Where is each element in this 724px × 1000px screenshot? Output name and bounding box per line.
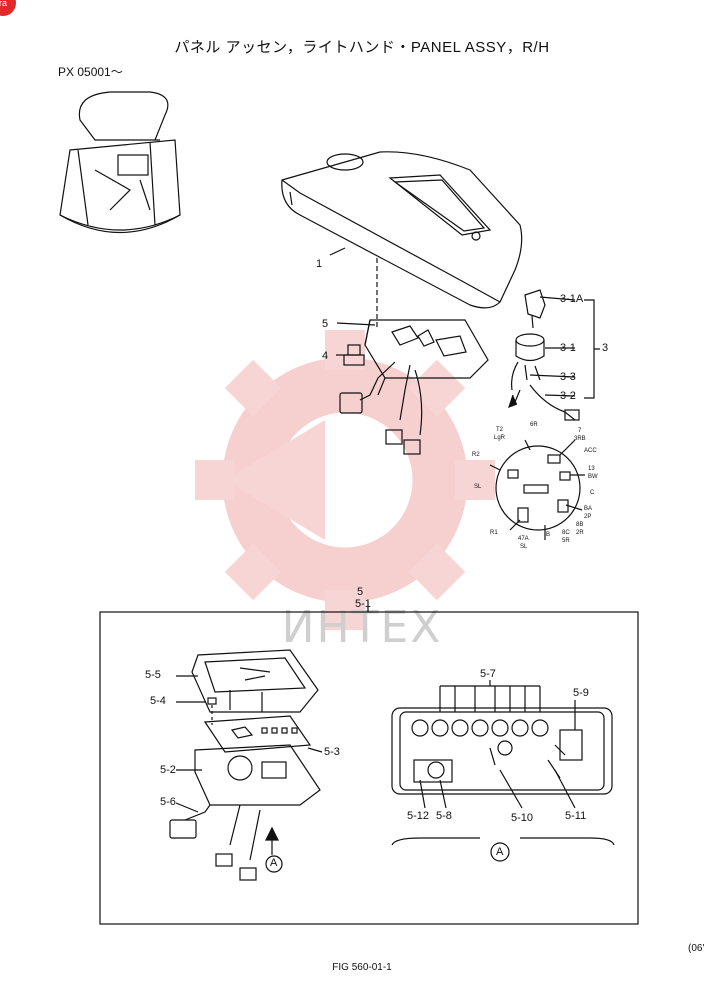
watermark-text: ИНТЕХ: [281, 602, 443, 653]
view-a-label: A: [496, 846, 504, 858]
exploded-panel: [169, 649, 321, 881]
terminal-label: SL: [474, 484, 482, 490]
detail-frame: [99, 611, 639, 925]
view-a-marker: A: [270, 857, 278, 869]
terminal-label: LgR: [494, 435, 506, 441]
terminal-label: B: [546, 532, 551, 538]
callout-5-3: 5-3: [324, 746, 340, 758]
terminal-label: R1: [490, 530, 498, 536]
terminal-label: 8C: [562, 530, 570, 536]
view-a-panel: [391, 680, 615, 862]
terminal-label: 6R: [530, 422, 538, 428]
page-title: パネル アッセン，ライトハンド・PANEL ASSY，R/H: [174, 39, 550, 56]
terminal-label: 2R: [576, 530, 584, 536]
callout-5-7: 5-7: [480, 668, 496, 680]
key-switch: [508, 289, 580, 421]
terminal-label: 7: [578, 428, 582, 434]
callout-5: 5: [322, 318, 329, 330]
terminal-label: BW: [588, 474, 598, 480]
callout-5-1: 5-1: [355, 598, 371, 610]
terminal-label: ACC: [584, 448, 597, 454]
callout-5-6: 5-6: [160, 796, 176, 808]
callout-3-1: 3-1: [560, 342, 576, 354]
callout-3-3: 3-3: [560, 371, 576, 383]
terminal-label: 5R: [562, 538, 570, 544]
callout-3: 3: [602, 342, 609, 354]
callout-5-2: 5-2: [160, 764, 176, 776]
figure-number: FIG 560-01-1: [332, 962, 392, 973]
terminal-diagram: [489, 439, 585, 540]
callout-5-12: 5-12: [407, 810, 430, 822]
terminal-label: R2: [472, 452, 480, 458]
callout-5-top: 5: [357, 586, 364, 598]
terminal-label: 8B: [576, 522, 584, 528]
switch-panel: [339, 319, 489, 455]
panel-cover: [281, 151, 523, 330]
callout-4: 4: [322, 350, 329, 362]
callout-5-9: 5-9: [573, 687, 589, 699]
callout-5-8: 5-8: [436, 810, 452, 822]
machine-thumbnail: [59, 91, 181, 234]
page-reference: (06': [688, 943, 705, 954]
callout-3-1a: 3-1A: [560, 293, 584, 305]
callout-1: 1: [316, 258, 323, 270]
terminal-label: C: [590, 490, 595, 496]
terminal-label: T2: [496, 427, 504, 433]
terminal-label: BA: [584, 506, 593, 512]
corner-badge: ra: [0, 0, 16, 16]
callout-5-11: 5-11: [565, 810, 587, 822]
terminal-label: 3RB: [574, 436, 586, 442]
callout-5-4: 5-4: [150, 695, 166, 707]
terminal-label: 13: [588, 466, 595, 472]
callout-5-10: 5-10: [511, 812, 534, 824]
terminal-label: 47A: [518, 536, 529, 542]
terminal-label: SL: [520, 544, 528, 550]
callout-3-2: 3-2: [560, 390, 576, 402]
terminal-label: 2P: [584, 514, 592, 520]
callout-5-5: 5-5: [145, 669, 161, 681]
screw-4: [343, 344, 365, 366]
serial-range: PX 05001～: [58, 65, 123, 79]
